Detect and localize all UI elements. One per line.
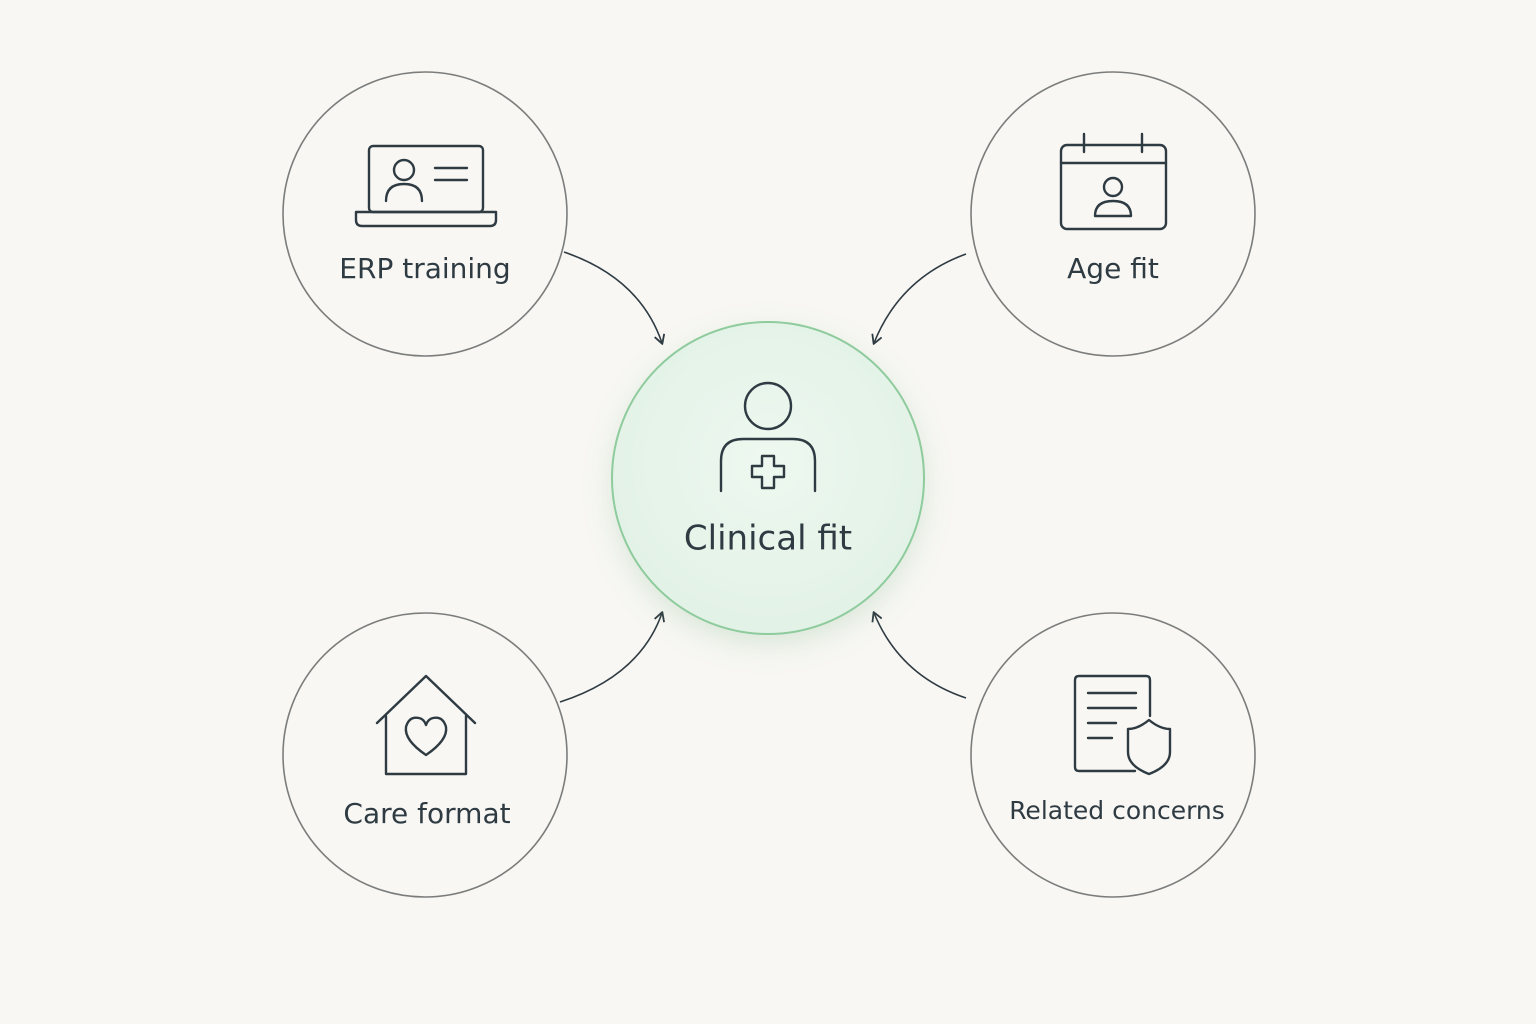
node-age-fit: Age fit [970,71,1256,357]
laptop-profile-icon [354,144,498,228]
connector-arrows [559,251,967,703]
node-label: ERP training [339,252,510,285]
center-label: Clinical fit [684,519,852,559]
node-ring [970,612,1256,898]
arrow-age-to-center [871,253,967,345]
node-erp-training: ERP training [282,71,568,357]
node-label: Related concerns [1009,796,1225,825]
person-medical-cross-icon [719,381,817,493]
arrow-related-to-center [871,611,967,699]
node-label: Care format [343,797,510,830]
node-related-concerns: Related concerns [970,612,1256,898]
calendar-person-icon [1059,132,1168,231]
node-care-format: Care format [282,612,568,898]
node-ring [282,612,568,898]
node-ring [970,71,1256,357]
arrow-care-to-center [559,611,665,703]
center-ring [611,321,925,635]
node-label: Age fit [1067,252,1159,285]
node-clinical-fit: Clinical fit [611,321,925,635]
node-ring [282,71,568,357]
arrow-erp-to-center [563,251,666,345]
document-shield-icon [1073,674,1172,776]
house-heart-icon [375,674,477,776]
